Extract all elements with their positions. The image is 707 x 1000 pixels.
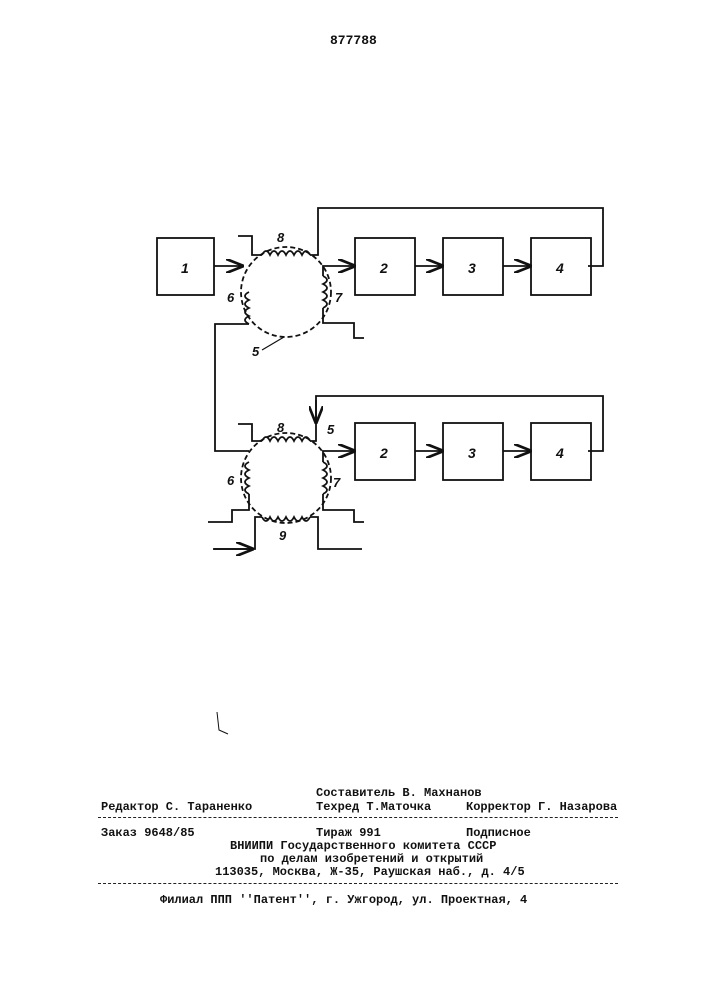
coil-6-top xyxy=(245,292,249,324)
techred-line: Техред Т.Маточка xyxy=(316,800,431,814)
org-line-2: по делам изобретений и открытий xyxy=(260,852,483,866)
label-block-3-top: 3 xyxy=(468,260,476,276)
compiler-line: Составитель В. Махнанов xyxy=(316,786,482,800)
ring-bottom xyxy=(241,433,331,523)
coil-7-top xyxy=(323,276,327,308)
coil-7-bottom xyxy=(323,462,327,494)
label-coil-6-top: 6 xyxy=(227,290,235,305)
corrector-line: Корректор Г. Назарова xyxy=(466,800,617,814)
editor-line: Редактор С. Тараненко xyxy=(101,800,252,814)
label-block-2-bottom: 2 xyxy=(379,445,388,461)
label-coil-7-bottom: 7 xyxy=(333,475,341,490)
divider-2 xyxy=(98,883,618,884)
coil-8-bottom xyxy=(262,437,310,441)
tirazh-line: Тираж 991 xyxy=(316,826,381,840)
divider-1 xyxy=(98,817,618,818)
label-coil-9: 9 xyxy=(279,528,287,543)
ring-top xyxy=(241,247,331,337)
label-ring-top: 5 xyxy=(252,344,260,359)
coil-6-bottom xyxy=(245,462,249,494)
label-coil-8-bottom: 8 xyxy=(277,420,285,435)
label-block-4-bottom: 4 xyxy=(555,445,564,461)
coil-8-top xyxy=(262,251,310,255)
label-block-2-top: 2 xyxy=(379,260,388,276)
address-line: 113035, Москва, Ж-35, Раушская наб., д. … xyxy=(215,865,525,879)
org-line-1: ВНИИПИ Государственного комитета СССР xyxy=(230,839,496,853)
label-block-4-top: 4 xyxy=(555,260,564,276)
label-block-3-bottom: 3 xyxy=(468,445,476,461)
label-ring-bottom: 5 xyxy=(327,422,335,437)
branch-line: Филиал ППП ''Патент'', г. Ужгород, ул. П… xyxy=(160,893,527,907)
label-coil-7-top: 7 xyxy=(335,290,343,305)
label-block-1: 1 xyxy=(181,260,189,276)
label-coil-8-top: 8 xyxy=(277,230,285,245)
coil-9 xyxy=(262,517,310,521)
subscription-line: Подписное xyxy=(466,826,531,840)
label-coil-6-bottom: 6 xyxy=(227,473,235,488)
order-line: Заказ 9648/85 xyxy=(101,826,195,840)
